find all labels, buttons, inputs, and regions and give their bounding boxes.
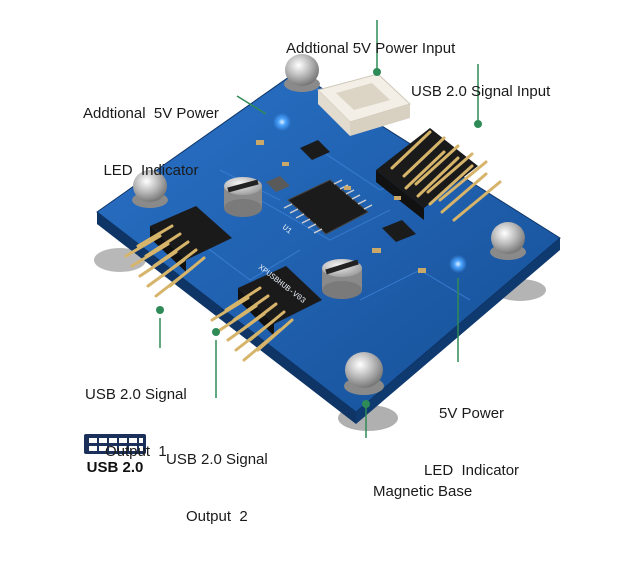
leader-dots: [156, 68, 482, 408]
label-5v-led: 5V Power LED Indicator: [424, 366, 519, 518]
label-output-2: USB 2.0 Signal Output 2: [166, 412, 268, 564]
usb-logo-icon: [84, 434, 146, 454]
label-5v-led-line1: 5V Power: [439, 405, 505, 422]
pcb-board: [96, 71, 561, 413]
standoff-h3: [344, 352, 384, 395]
label-output-1: USB 2.0 Signal Output 1: [85, 347, 187, 499]
label-usb-input-text: USB 2.0 Signal Input: [411, 83, 551, 100]
label-5v-led-line2: LED Indicator: [424, 462, 520, 479]
label-power-led-line2: LED Indicator: [103, 162, 199, 179]
capacitor-2: [322, 259, 362, 299]
usb-output-header-2: [210, 266, 322, 362]
pcb-edge-left: [97, 212, 356, 424]
usb-output-header-1: [124, 206, 232, 298]
label-output-1-line2: Output 1: [105, 443, 167, 460]
leader-lines: [159, 20, 479, 438]
label-output-2-line1: USB 2.0 Signal: [166, 451, 268, 468]
usb-input-header: [376, 128, 502, 222]
power-led-1: [273, 113, 291, 131]
power-led-2: [449, 255, 467, 273]
small-ic-1: [300, 140, 330, 160]
label-output-2-line2: Output 2: [186, 508, 248, 525]
label-power-led-line1: Addtional 5V Power: [83, 105, 219, 122]
board-illustration: XPUSBHUB-V03 U1: [84, 20, 561, 454]
label-magnetic-base: Magnetic Base: [373, 444, 472, 539]
label-magnetic-base-text: Magnetic Base: [373, 483, 473, 500]
capacitor-1: [224, 177, 262, 217]
label-power-input: Addtional 5V Power Input: [286, 1, 455, 96]
label-power-input-text: Addtional 5V Power Input: [286, 40, 456, 57]
label-usb-input: USB 2.0 Signal Input: [411, 44, 550, 139]
power-input-connector: [317, 73, 411, 136]
crystal: [266, 176, 290, 192]
standoff-h4: [490, 222, 526, 260]
smd-components: [256, 140, 426, 273]
standoff-h2: [284, 54, 320, 92]
usb-logo-text: USB 2.0: [86, 459, 144, 476]
hub-chip: [283, 179, 373, 235]
label-output-1-line1: USB 2.0 Signal: [85, 386, 187, 403]
label-power-led: Addtional 5V Power LED Indicator: [83, 66, 219, 218]
product-photo: XPUSBHUB-V03 U1: [83, 1, 561, 525]
standoff-h1: [132, 170, 168, 208]
small-ic-2: [382, 220, 416, 242]
